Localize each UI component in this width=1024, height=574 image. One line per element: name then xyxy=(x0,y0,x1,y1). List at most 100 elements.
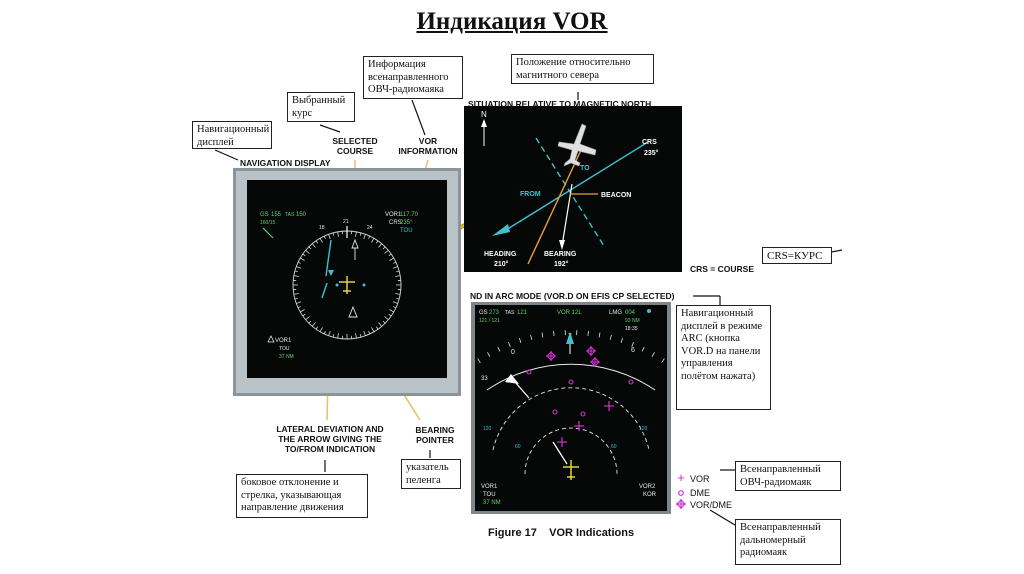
rose-tick xyxy=(359,334,362,338)
rose-tick xyxy=(384,249,389,254)
situation-from-label: FROM xyxy=(520,191,541,198)
nd-crs-label: CRS xyxy=(389,220,402,226)
vor-symbol-icon: + xyxy=(677,470,685,485)
rose-tick xyxy=(396,270,400,273)
situation-beacon-label: BEACON xyxy=(601,192,631,199)
arc-tick xyxy=(497,346,501,352)
rose-tick xyxy=(375,240,379,244)
aircraft-symbol-icon xyxy=(339,276,355,294)
rose-tick xyxy=(371,238,375,243)
arc-vor-header: VOR 12L xyxy=(557,310,582,316)
arc-vor1-label: VOR1 xyxy=(481,484,498,490)
nd-vor1-label: VOR1 xyxy=(385,212,402,218)
arc-ring-60-right: 60 xyxy=(611,444,617,450)
rose-tick xyxy=(337,231,339,237)
rose-tick xyxy=(323,331,326,335)
rose-tick xyxy=(396,297,400,300)
rose-tick xyxy=(359,232,362,236)
label-situation: SITUATION RELATIVE TO MAGNETIC NORTH xyxy=(468,99,652,109)
arc-course-needle-icon xyxy=(552,441,568,465)
rose-tick xyxy=(297,306,301,309)
situation-to-label: TO xyxy=(580,165,590,172)
lateral-deviation-bar-icon xyxy=(321,282,328,299)
rose-tick xyxy=(323,235,326,239)
rose-tick xyxy=(332,232,335,236)
rose-tick xyxy=(294,270,298,273)
bearing-pointer-tail-icon xyxy=(348,305,358,318)
vor1-pointer-icon xyxy=(267,335,275,343)
radial-line-icon xyxy=(535,137,605,247)
arc-ring-120-right: 120 xyxy=(639,426,648,432)
rose-tick xyxy=(375,326,379,330)
nd-vor1-freq: 117.70 xyxy=(400,212,419,218)
label-lateral-deviation: LATERAL DEVIATION AND THE ARROW GIVING T… xyxy=(265,424,395,454)
rose-tick xyxy=(371,327,375,332)
rose-tick xyxy=(382,246,386,250)
arc-tick xyxy=(530,334,533,340)
callout-nav-display: Навигационный дисплей xyxy=(192,121,272,149)
rose-tick xyxy=(384,316,389,321)
arc-gs-label: GS xyxy=(479,310,488,316)
dme-symbol-icon xyxy=(678,490,684,496)
heading-line-icon xyxy=(527,147,583,265)
label-bearing-pointer: BEARING POINTER xyxy=(405,425,465,445)
course-pointer-icon xyxy=(325,239,332,277)
rose-tick xyxy=(302,313,306,317)
arc-tick xyxy=(609,334,612,340)
rose-tick xyxy=(293,275,299,277)
page-title: Индикация VOR xyxy=(416,8,608,35)
arc-gs-value: 273 xyxy=(489,310,500,316)
arc-scale xyxy=(486,363,656,391)
arc-ring-120-left: 120 xyxy=(483,426,492,432)
arc-aircraft-symbol-icon xyxy=(563,460,579,480)
arc-tick xyxy=(661,358,665,363)
label-lateral-line3: TO/FROM INDICATION xyxy=(284,444,376,454)
course-line-icon xyxy=(505,141,649,231)
situation-diagram: N CRS 235° TO FROM BEACON HEADING 210° B… xyxy=(464,106,682,272)
arc-tas-value: 121 xyxy=(517,310,528,316)
situation-crs-value: 235° xyxy=(644,149,659,157)
legend-vordme-label: VOR/DME xyxy=(690,500,732,510)
rose-tick xyxy=(328,330,331,336)
rose-tick xyxy=(378,322,383,327)
rose-tick xyxy=(363,234,366,240)
rose-tick xyxy=(388,313,392,317)
arc-tas-label: TAS xyxy=(505,310,515,316)
arc-tick xyxy=(620,338,623,344)
callout-bearing-pointer: указатель пеленга xyxy=(401,459,461,489)
rose-tick xyxy=(337,333,339,339)
rose-tick xyxy=(393,306,397,309)
nd-bottom-id: TOU xyxy=(279,346,290,352)
arc-ring-60-left: 60 xyxy=(515,444,521,450)
rose-tick xyxy=(392,301,398,304)
rose-tick xyxy=(395,293,401,295)
arc-tick xyxy=(487,352,491,357)
rose-tick xyxy=(319,238,323,243)
rose-tick xyxy=(368,235,371,239)
label-lateral-line1: LATERAL DEVIATION AND xyxy=(276,424,384,434)
arc-tick xyxy=(651,352,655,357)
rose-tick xyxy=(388,253,392,257)
rose-tick xyxy=(308,246,312,250)
navaid-symbols xyxy=(526,346,634,417)
rose-tick xyxy=(392,266,398,269)
rose-tick xyxy=(297,261,301,264)
rose-tick xyxy=(363,330,366,336)
rose-tick xyxy=(355,333,357,339)
arc-course-pointer-icon xyxy=(566,332,574,344)
arc-dist: 93 NM xyxy=(625,318,640,324)
arc-tick xyxy=(553,330,555,336)
wind-arrow-icon xyxy=(262,227,274,239)
rose-tick xyxy=(308,320,312,324)
rose-tick xyxy=(315,326,319,330)
situation-crs-label: CRS xyxy=(642,139,657,146)
arc-tick xyxy=(477,358,481,363)
nd-bottom-dist: 37 NM xyxy=(279,354,294,360)
arc-time: 18:35 xyxy=(625,326,638,332)
rose-tick xyxy=(300,309,305,313)
arc-scale-0: 0 xyxy=(511,349,515,356)
rose-tick xyxy=(328,234,331,240)
callout-lateral-deviation: боковое отклонение и стрелка, указывающа… xyxy=(236,474,368,518)
arc-vor2-id: KOR xyxy=(643,492,657,498)
label-vor-info-line1: VOR xyxy=(418,136,438,146)
